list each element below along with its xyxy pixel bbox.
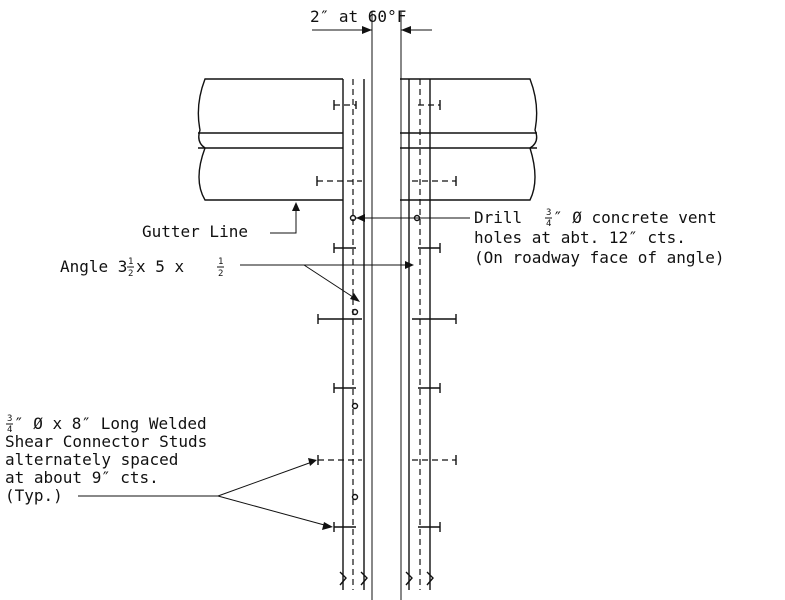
drill-note: Drill 3 4 ″ Ø concrete vent holes at abt… <box>356 208 724 267</box>
angle-frac2-den: 2 <box>218 269 223 279</box>
stud <box>412 176 457 186</box>
angle-frac2-num: 1 <box>218 257 223 267</box>
stud <box>317 455 362 465</box>
stud <box>412 314 457 324</box>
curb-outline <box>197 78 538 201</box>
drill-note-line2: holes at abt. 12″ cts. <box>474 228 686 247</box>
stud-note-line3: alternately spaced <box>5 450 178 469</box>
gutter-line-label: Gutter Line <box>142 222 248 241</box>
stud <box>333 243 356 253</box>
stud <box>418 383 441 393</box>
gutter-line-callout: Gutter Line <box>142 202 300 241</box>
left-studs <box>316 100 362 532</box>
angle-callout: Angle 3 1 2 x 5 x 1 2 <box>60 257 414 302</box>
drill-note-line3: (On roadway face of angle) <box>474 248 724 267</box>
stud-frac-den: 4 <box>7 425 12 435</box>
stud-note-line5: (Typ.) <box>5 486 63 505</box>
angle-frac1-den: 2 <box>128 269 133 279</box>
stud-frac-num: 3 <box>7 414 12 424</box>
stud <box>333 100 357 110</box>
drill-note-text: Drill <box>474 208 522 227</box>
stud <box>418 243 441 253</box>
right-studs <box>412 100 457 532</box>
stud <box>317 314 362 324</box>
gap-dimension: 2″ at 60°F <box>310 7 432 600</box>
stud <box>333 522 356 532</box>
stud <box>418 522 441 532</box>
stud <box>418 100 441 110</box>
angle-label-b: x 5 x <box>136 257 185 276</box>
stud-callout: 3 4 ″ Ø x 8″ Long Welded Shear Connector… <box>5 414 333 530</box>
svg-text:Drill: Drill <box>474 208 522 227</box>
drill-note-text-b: ″ Ø concrete vent <box>553 208 717 227</box>
stud <box>316 176 362 186</box>
stud-note-line4b: ″ cts. <box>101 468 159 487</box>
drill-frac-num: 3 <box>546 208 551 218</box>
angle-label-a: Angle 3 <box>60 257 127 276</box>
stud <box>412 455 457 465</box>
stud <box>333 383 356 393</box>
left-angle <box>339 79 368 590</box>
angle-frac1-num: 1 <box>128 257 133 267</box>
drill-frac-den: 4 <box>546 219 551 229</box>
stud-note-line1: ″ Ø x 8″ Long Welded <box>14 414 207 433</box>
gap-label: 2″ at 60°F <box>310 7 406 26</box>
right-angle <box>405 79 434 590</box>
stud-note-line4: at about 9 <box>5 468 101 487</box>
stud-note-line2: Shear Connector Studs <box>5 432 207 451</box>
